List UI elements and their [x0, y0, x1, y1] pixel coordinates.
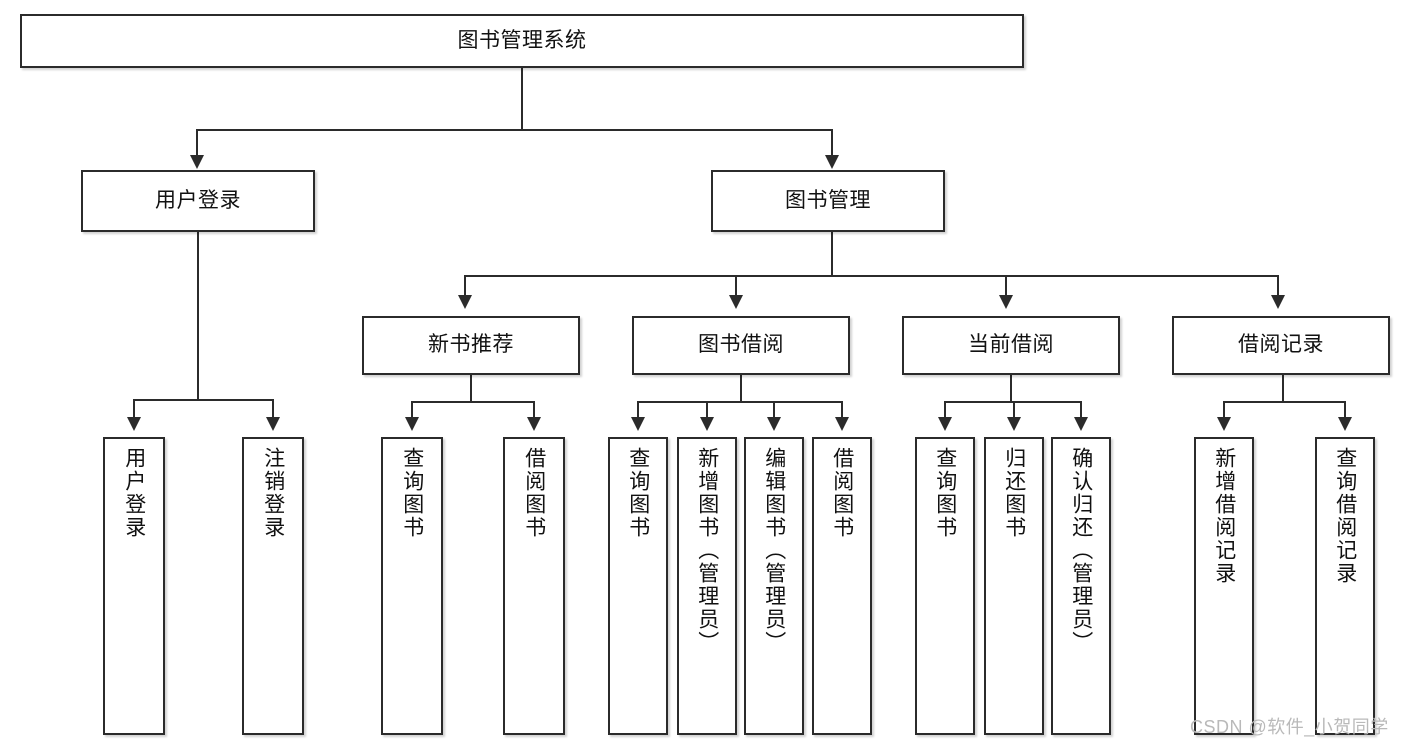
- connector-current-borrow-stem: [1010, 375, 1012, 402]
- connector-book-borrow-drop-1: [637, 401, 639, 419]
- connector-current-borrow-drop-2: [1013, 401, 1015, 419]
- node-current-borrow[interactable]: 当前借阅: [902, 316, 1120, 375]
- node-label: 用户登录: [122, 447, 146, 539]
- arrow-to-book-management: [825, 155, 839, 169]
- node-leaf-add-record[interactable]: 新增借阅记录: [1194, 437, 1254, 735]
- csdn-watermark: CSDN @软件_小贺同学: [1190, 717, 1389, 737]
- connector-to-borrow-record: [1277, 275, 1279, 297]
- connector-current-borrow-bus: [944, 401, 1081, 403]
- connector-borrow-record-drop-2: [1344, 401, 1346, 419]
- arrow-leaf-logout: [266, 417, 280, 431]
- node-leaf-query-book-1[interactable]: 查询图书: [381, 437, 443, 735]
- connector-new-book-bus: [411, 401, 534, 403]
- node-label: 当前借阅: [968, 333, 1054, 357]
- node-book-borrow[interactable]: 图书借阅: [632, 316, 850, 375]
- node-label: 借阅图书: [830, 447, 854, 539]
- connector-book-management-stem: [831, 232, 833, 276]
- arrow-leaf-query-book-2: [631, 417, 645, 431]
- connector-user-login-drop-2: [272, 399, 274, 419]
- arrow-leaf-query-record: [1338, 417, 1352, 431]
- node-leaf-borrow-book-2[interactable]: 借阅图书: [812, 437, 872, 735]
- connector-user-login-stem: [197, 232, 199, 400]
- connector-to-book-management: [831, 129, 833, 157]
- connector-new-book-stem: [470, 375, 472, 402]
- node-leaf-query-book-3[interactable]: 查询图书: [915, 437, 975, 735]
- connector-level3-bus: [464, 275, 1278, 277]
- arrow-leaf-query-book-1: [405, 417, 419, 431]
- arrow-leaf-return-book: [1007, 417, 1021, 431]
- connector-book-borrow-bus: [637, 401, 842, 403]
- connector-to-book-borrow: [735, 275, 737, 297]
- node-label: 图书借阅: [698, 333, 784, 357]
- connector-user-login-drop-1: [133, 399, 135, 419]
- node-label: 新增借阅记录: [1212, 447, 1236, 585]
- node-leaf-edit-book[interactable]: 编辑图书（管理员）: [744, 437, 804, 735]
- connector-current-borrow-drop-3: [1080, 401, 1082, 419]
- node-leaf-borrow-book-1[interactable]: 借阅图书: [503, 437, 565, 735]
- node-root-system[interactable]: 图书管理系统: [20, 14, 1024, 68]
- node-book-management[interactable]: 图书管理: [711, 170, 945, 232]
- node-borrow-record[interactable]: 借阅记录: [1172, 316, 1390, 375]
- node-label: 查询图书: [933, 447, 957, 539]
- node-label: 用户登录: [155, 188, 241, 212]
- node-leaf-query-book-2[interactable]: 查询图书: [608, 437, 668, 735]
- node-leaf-query-record[interactable]: 查询借阅记录: [1315, 437, 1375, 735]
- node-leaf-confirm-return[interactable]: 确认归还（管理员）: [1051, 437, 1111, 735]
- arrow-leaf-query-book-3: [938, 417, 952, 431]
- arrow-to-user-login: [190, 155, 204, 169]
- node-user-login[interactable]: 用户登录: [81, 170, 315, 232]
- connector-book-borrow-drop-4: [841, 401, 843, 419]
- node-label: 查询图书: [400, 447, 424, 539]
- node-label: 查询图书: [626, 447, 650, 539]
- node-new-book-recommend[interactable]: 新书推荐: [362, 316, 580, 375]
- arrow-leaf-add-record: [1217, 417, 1231, 431]
- connector-borrow-record-drop-1: [1223, 401, 1225, 419]
- arrow-to-borrow-record: [1271, 295, 1285, 309]
- node-label: 编辑图书（管理员）: [762, 447, 786, 654]
- node-label: 新增图书（管理员）: [695, 447, 719, 654]
- connector-current-borrow-drop-1: [944, 401, 946, 419]
- connector-user-login-bus: [133, 399, 273, 401]
- node-label: 新书推荐: [428, 333, 514, 357]
- arrow-leaf-user-login: [127, 417, 141, 431]
- node-leaf-return-book[interactable]: 归还图书: [984, 437, 1044, 735]
- connector-to-new-book-recommend: [464, 275, 466, 297]
- connector-book-borrow-stem: [740, 375, 742, 402]
- connector-root-bus: [196, 129, 832, 131]
- node-leaf-add-book[interactable]: 新增图书（管理员）: [677, 437, 737, 735]
- arrow-leaf-borrow-book-2: [835, 417, 849, 431]
- connector-new-book-drop-1: [411, 401, 413, 419]
- connector-book-borrow-drop-3: [773, 401, 775, 419]
- node-label: 注销登录: [261, 447, 285, 539]
- node-leaf-logout[interactable]: 注销登录: [242, 437, 304, 735]
- node-label: 借阅图书: [522, 447, 546, 539]
- node-leaf-user-login[interactable]: 用户登录: [103, 437, 165, 735]
- node-label: 查询借阅记录: [1333, 447, 1357, 585]
- connector-book-borrow-drop-2: [706, 401, 708, 419]
- connector-borrow-record-stem: [1282, 375, 1284, 402]
- arrow-leaf-edit-book: [767, 417, 781, 431]
- connector-new-book-drop-2: [533, 401, 535, 419]
- arrow-to-book-borrow: [729, 295, 743, 309]
- connector-to-current-borrow: [1005, 275, 1007, 297]
- connector-to-user-login: [196, 129, 198, 157]
- node-label: 图书管理: [785, 188, 871, 212]
- node-label: 图书管理系统: [457, 28, 587, 52]
- arrow-leaf-add-book: [700, 417, 714, 431]
- connector-root-stem: [521, 68, 523, 130]
- arrow-to-current-borrow: [999, 295, 1013, 309]
- connector-borrow-record-bus: [1223, 401, 1345, 403]
- arrow-to-new-book-recommend: [458, 295, 472, 309]
- arrow-leaf-borrow-book-1: [527, 417, 541, 431]
- node-label: 借阅记录: [1238, 333, 1324, 357]
- arrow-leaf-confirm-return: [1074, 417, 1088, 431]
- node-label: 确认归还（管理员）: [1069, 447, 1093, 654]
- node-label: 归还图书: [1002, 447, 1026, 539]
